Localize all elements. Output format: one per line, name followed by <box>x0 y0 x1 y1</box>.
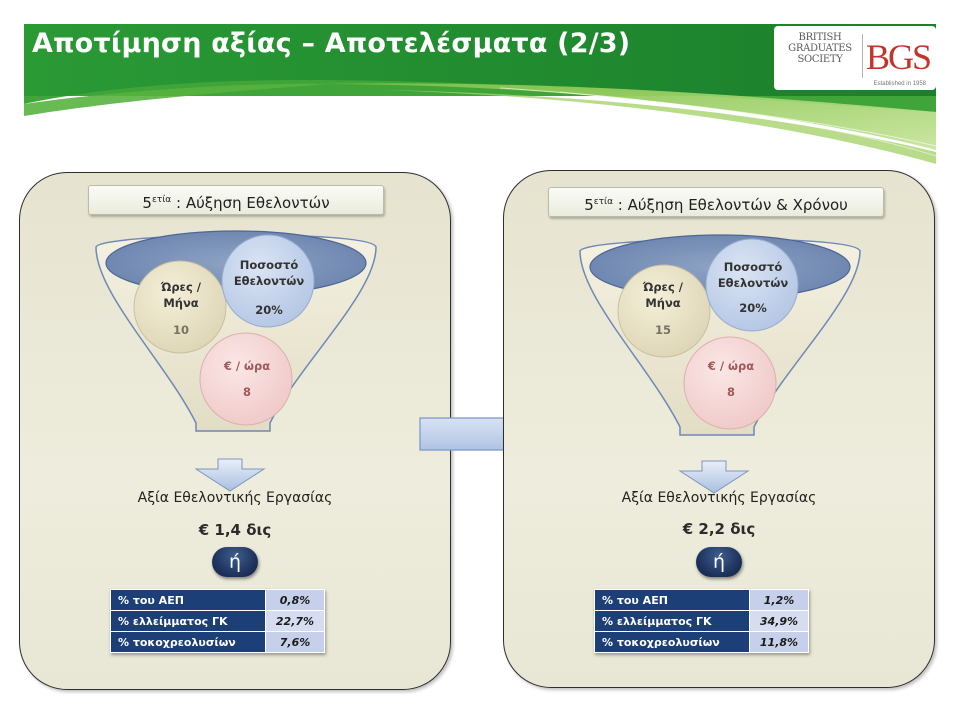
share-value: 20% <box>739 301 767 315</box>
rate-circle <box>683 336 777 430</box>
amount-value: € 2,2 δις <box>682 520 756 538</box>
or-badge: ή <box>212 547 258 577</box>
rate-label: € / ώρα <box>223 359 271 373</box>
table-row: % τοκοχρεολυσίων 7,6% <box>110 631 325 653</box>
scenario-label: 5ετία : Αύξηση Εθελοντών <box>88 185 384 215</box>
logo-society-name: BRITISH GRADUATES SOCIETY <box>780 32 860 65</box>
hours-value: 15 <box>654 323 671 337</box>
row-label: % τοκοχρεολυσίων <box>110 631 266 653</box>
table-row: % ελλείμματος ΓΚ 34,9% <box>594 610 809 632</box>
header-banner: Αποτίμηση αξίας – Αποτελέσματα (2/3) BRI… <box>0 0 960 170</box>
bgs-logo: BRITISH GRADUATES SOCIETY BGS Establishe… <box>774 26 936 90</box>
hours-label-line-1: Ώρες / <box>161 280 201 294</box>
row-label: % του ΑΕΠ <box>110 589 266 611</box>
scenario-suffix: ετία <box>593 197 613 207</box>
results-table: % του ΑΕΠ 0,8% % ελλείμματος ΓΚ 22,7% % … <box>110 589 325 653</box>
funnel-diagram <box>579 234 861 494</box>
table-row: % του ΑΕΠ 0,8% <box>110 589 325 611</box>
row-value: 7,6% <box>265 631 325 653</box>
hours-circle <box>617 264 711 358</box>
row-label: % του ΑΕΠ <box>594 589 750 611</box>
logo-line-society: SOCIETY <box>797 54 843 65</box>
funnel-diagram <box>95 230 377 492</box>
scenario-suffix: ετία <box>151 195 172 205</box>
row-value: 1,2% <box>749 589 809 611</box>
hours-value: 10 <box>172 323 189 337</box>
table-row: % ελλείμματος ΓΚ 22,7% <box>110 610 325 632</box>
worth-label: Αξία Εθελοντικής Εργασίας <box>621 490 817 506</box>
share-label-line-1: Ποσοστό <box>723 260 783 274</box>
logo-mark: BGS <box>866 37 932 77</box>
amount-value: € 1,4 δις <box>198 521 272 539</box>
table-row: % τοκοχρεολυσίων 11,8% <box>594 631 809 653</box>
share-circle <box>705 238 799 332</box>
hours-label: Ώρες / Μήνα <box>138 279 224 311</box>
row-value: 22,7% <box>265 610 325 632</box>
rate-label: € / ώρα <box>707 359 755 373</box>
page-title: Αποτίμηση αξίας – Αποτελέσματα (2/3) <box>32 28 631 59</box>
rate-value: 8 <box>242 385 251 399</box>
down-arrow <box>194 458 266 492</box>
share-circle <box>221 234 315 328</box>
hours-label-line-2: Μήνα <box>163 296 199 310</box>
worth-label: Αξία Εθελοντικής Εργασίας <box>137 490 333 506</box>
share-label-line-2: Εθελοντών <box>233 274 305 288</box>
scenario-title: : Αύξηση Εθελοντών & Χρόνου <box>617 196 848 214</box>
scenario-panel-left: 5ετία : Αύξηση Εθελοντών Ώρες / Μήνα 10 … <box>19 172 451 690</box>
row-label: % τοκοχρεολυσίων <box>594 631 750 653</box>
rate-value: 8 <box>726 385 735 399</box>
share-label: Ποσοστό Εθελοντών <box>708 259 798 291</box>
logo-divider <box>862 34 863 78</box>
row-value: 0,8% <box>265 589 325 611</box>
share-value: 20% <box>255 303 283 317</box>
row-label: % ελλείμματος ΓΚ <box>594 610 750 632</box>
scenario-panel-right: 5ετία : Αύξηση Εθελοντών & Χρόνου Ώρες /… <box>503 170 935 688</box>
share-label-line-2: Εθελοντών <box>717 276 789 290</box>
hours-label: Ώρες / Μήνα <box>620 279 706 311</box>
scenario-label: 5ετία : Αύξηση Εθελοντών & Χρόνου <box>548 187 884 217</box>
scenario-title: : Αύξηση Εθελοντών <box>176 194 330 212</box>
row-label: % ελλείμματος ΓΚ <box>110 610 266 632</box>
row-value: 11,8% <box>749 631 809 653</box>
scenario-number: 5 <box>142 194 152 212</box>
results-table: % του ΑΕΠ 1,2% % ελλείμματος ΓΚ 34,9% % … <box>594 589 809 653</box>
hours-label-line-1: Ώρες / <box>643 280 683 294</box>
logo-line-british: BRITISH <box>798 32 842 43</box>
rate-circle <box>199 332 293 426</box>
share-label-line-1: Ποσοστό <box>239 258 299 272</box>
table-row: % του ΑΕΠ 1,2% <box>594 589 809 611</box>
logo-established: Established in 1958 <box>873 81 926 87</box>
logo-line-graduates: GRADUATES <box>788 43 852 54</box>
or-badge: ή <box>696 547 742 577</box>
hours-label-line-2: Μήνα <box>645 296 681 310</box>
scenario-number: 5 <box>584 196 594 214</box>
down-arrow <box>678 460 750 494</box>
row-value: 34,9% <box>749 610 809 632</box>
share-label: Ποσοστό Εθελοντών <box>224 257 314 289</box>
hours-circle <box>133 260 227 354</box>
